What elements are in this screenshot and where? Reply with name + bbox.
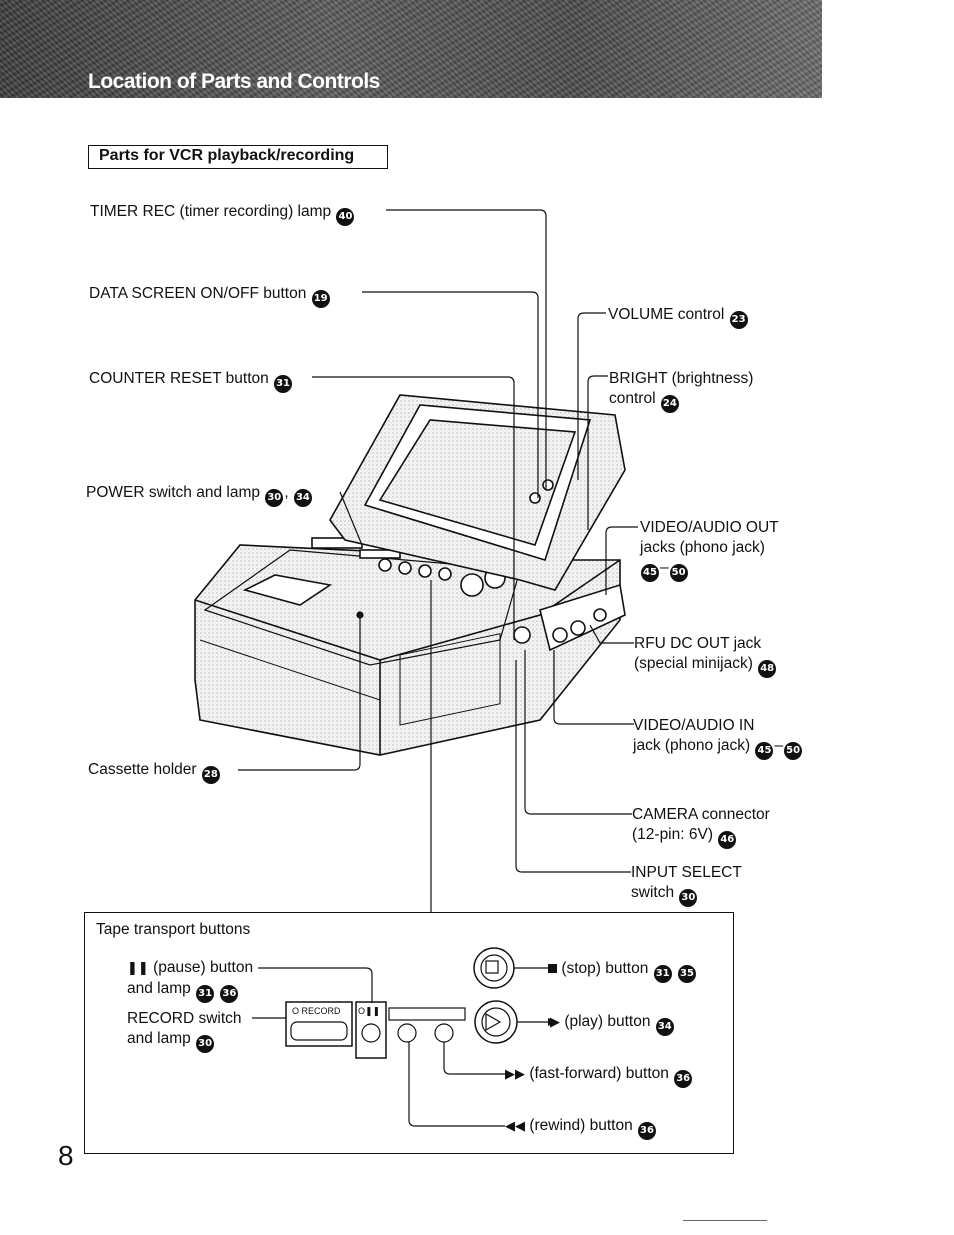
video-audio-in-label: VIDEO/AUDIO IN jack (phono jack) 45–50 [633,716,803,760]
ref-number: 36 [674,1070,693,1088]
fast-forward-icon: ▶▶ [505,1067,525,1082]
ref-number: 34 [655,1018,674,1036]
ref-number: 30 [265,489,284,507]
ref-number: 30 [679,889,698,907]
page-title: Location of Parts and Controls [88,70,380,93]
ref-number: 45 [641,564,659,582]
ref-number: 50 [669,564,688,582]
play-button-label: ▶ (play) button 34 [550,1012,675,1036]
record-switch-label: RECORD switch and lamp 30 [127,1009,242,1053]
section-heading-box: Parts for VCR playback/recording [88,145,388,169]
section-title: Parts for VCR playback/recording [99,147,355,164]
counter-reset-label: COUNTER RESET button 31 [89,369,293,393]
page-number: 8 [58,1140,74,1171]
ref-number: 46 [718,831,737,849]
timer-rec-label: TIMER REC (timer recording) lamp 40 [90,202,355,226]
ref-number: 50 [784,742,803,760]
pause-icon: ❚❚ [127,961,149,976]
fast-forward-button-label: ▶▶ (fast-forward) button 36 [505,1064,693,1088]
ref-number: 24 [660,395,679,413]
bright-label: BRIGHT (brightness) control 24 [609,369,753,413]
tape-transport-title: Tape transport buttons [96,921,251,938]
ref-number: 35 [677,965,696,983]
stop-button-label: (stop) button 31 35 [548,959,697,983]
play-icon: ▶ [550,1015,560,1030]
panel-pause-label: O❚❚ [358,1006,381,1016]
ref-number: 19 [311,290,330,308]
ref-number: 36 [220,985,239,1003]
input-select-label: INPUT SELECT switch 30 [631,863,742,907]
footer-rule [683,1220,767,1221]
camera-connector-label: CAMERA connector (12-pin: 6V) 46 [632,805,770,849]
power-label: POWER switch and lamp 30, 34 [86,483,313,507]
rewind-icon: ◀◀ [505,1119,525,1134]
pause-button-label: ❚❚ (pause) button and lamp 31 36 [127,958,253,1003]
rewind-button-label: ◀◀ (rewind) button 36 [505,1116,657,1140]
panel-record-label: O RECORD [292,1006,341,1016]
rfu-dc-out-label: RFU DC OUT jack (special minijack) 48 [634,634,777,678]
ref-number: 30 [196,1035,215,1053]
tape-transport-box [84,912,734,1154]
data-screen-label: DATA SCREEN ON/OFF button 19 [89,284,331,308]
volume-label: VOLUME control 23 [608,305,749,329]
cassette-holder-label: Cassette holder 28 [88,760,221,784]
ref-number: 40 [336,208,355,226]
ref-number: 34 [293,489,312,507]
stop-icon [548,964,557,973]
ref-number: 31 [274,375,293,393]
ref-number: 31 [653,965,672,983]
ref-number: 28 [201,766,220,784]
video-audio-out-label: VIDEO/AUDIO OUT jacks (phono jack) 45–50 [640,518,779,582]
leader-lines [238,209,638,912]
ref-number: 31 [196,985,215,1003]
ref-number: 48 [758,660,777,678]
header-band [0,0,822,98]
ref-number: 36 [638,1122,657,1140]
ref-number: 45 [755,742,774,760]
ref-number: 23 [729,311,748,329]
